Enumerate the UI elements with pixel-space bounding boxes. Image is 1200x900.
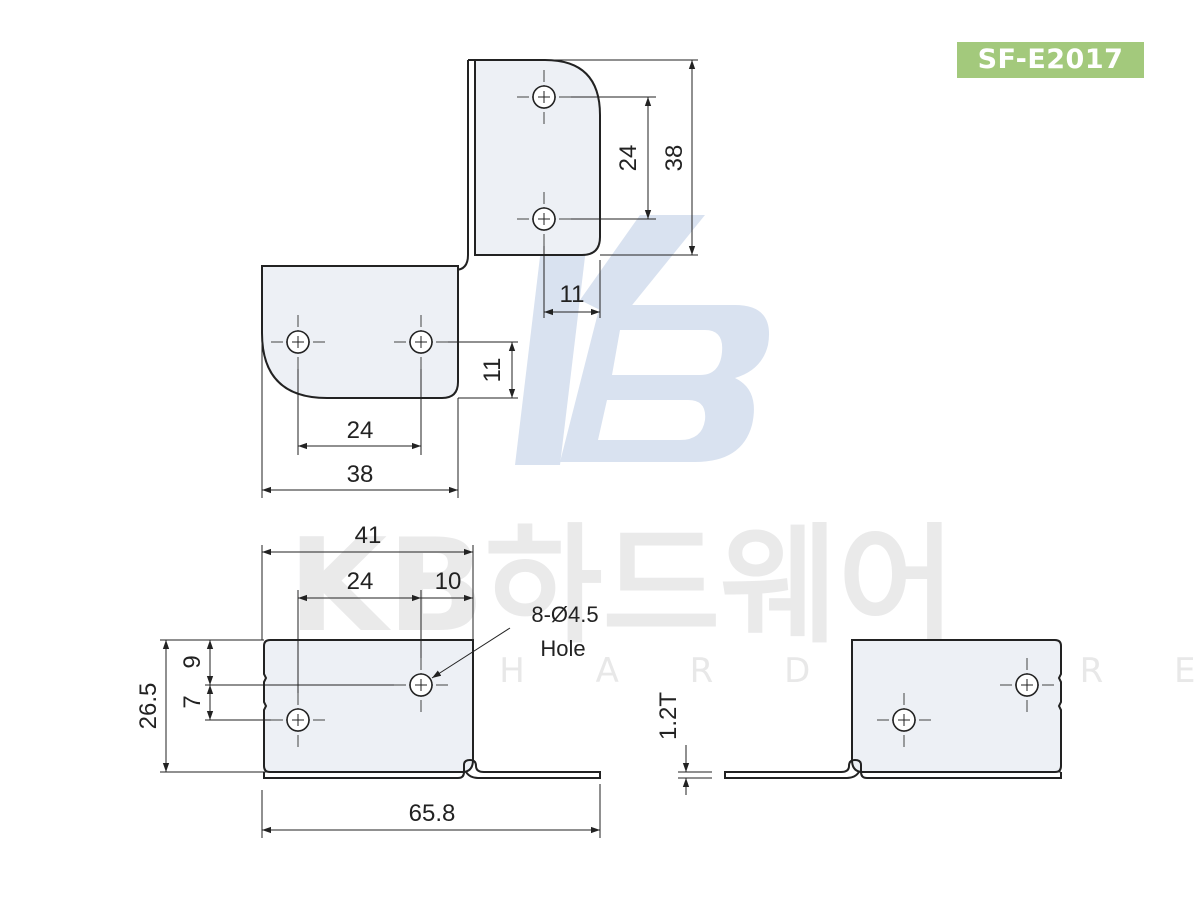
hole bbox=[394, 658, 448, 712]
hole bbox=[877, 693, 931, 747]
dim-hole-upper-offset: 9 bbox=[179, 655, 206, 668]
hole-spec-label: Hole bbox=[540, 636, 585, 661]
dim-horizontal-overall: 38 bbox=[347, 461, 374, 488]
dim-height: 26.5 bbox=[135, 683, 162, 730]
dim-thickness: 1.2T bbox=[655, 692, 682, 740]
bottom-flange bbox=[263, 758, 601, 779]
thickness-dimension: 1.2T bbox=[655, 692, 712, 795]
mirrored-front-view bbox=[724, 639, 1062, 779]
top-view: 24 38 11 11 24 38 bbox=[261, 59, 698, 498]
dim-total-length: 65.8 bbox=[409, 800, 456, 827]
hole bbox=[271, 315, 325, 369]
front-view: 41 24 10 26.5 9 7 65.8 8-Ø4.5 Hole bbox=[135, 522, 601, 838]
front-plate bbox=[263, 639, 474, 773]
dim-overall-width: 41 bbox=[355, 522, 382, 549]
dim-hole-pitch: 24 bbox=[347, 568, 374, 595]
brand-watermark-korean: KB하드웨어 bbox=[288, 512, 956, 661]
horizontal-flange bbox=[261, 265, 459, 399]
hole bbox=[1000, 658, 1054, 712]
hole bbox=[271, 693, 325, 747]
dim-vertical-overall: 38 bbox=[661, 145, 688, 172]
dim-top-edge-offset: 11 bbox=[560, 281, 585, 308]
dim-horizontal-pitch: 24 bbox=[347, 417, 374, 444]
model-code-badge: SF-E2017 bbox=[957, 42, 1144, 78]
mirrored-bottom-flange bbox=[724, 758, 1062, 779]
vertical-flange bbox=[474, 59, 601, 256]
bend-edge bbox=[262, 60, 469, 271]
dim-side-edge-offset: 11 bbox=[479, 358, 506, 383]
mirrored-front-plate bbox=[851, 639, 1062, 773]
dim-vertical-pitch: 24 bbox=[615, 145, 642, 172]
hole bbox=[517, 192, 571, 246]
kb-logo-watermark bbox=[515, 215, 770, 465]
dim-hole-spacing: 7 bbox=[179, 695, 206, 708]
hole bbox=[517, 70, 571, 124]
hole bbox=[394, 315, 448, 369]
dim-hole-edge-offset: 10 bbox=[435, 568, 462, 595]
hole-spec-note: 8-Ø4.5 bbox=[531, 602, 598, 627]
